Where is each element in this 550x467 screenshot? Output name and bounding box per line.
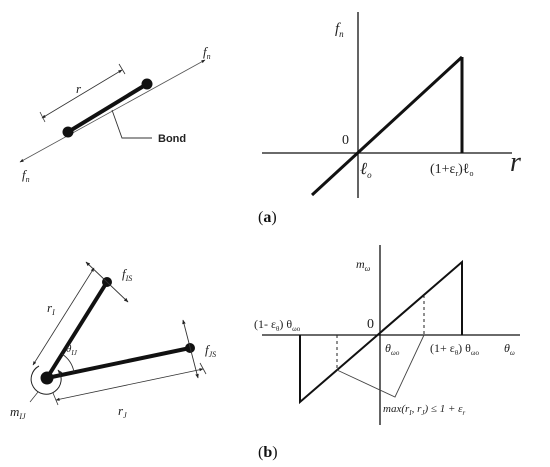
condition-label: max(rI, rJ) ≤ 1 + εr	[383, 403, 465, 417]
tick-positive: (1+ εθ) θωo	[430, 341, 480, 357]
y-axis-label: mω	[356, 257, 371, 273]
particle-left	[62, 126, 74, 138]
panel-a-graph: fn 0 r ℓo (1+εr)ℓo	[262, 12, 521, 198]
moment-curve	[299, 259, 463, 405]
force-label-bottom: fn	[22, 167, 30, 184]
rj-label: rJ	[118, 403, 127, 420]
force-label-top: fn	[203, 44, 211, 61]
bond-callout-line	[111, 109, 152, 139]
angle-arc	[61, 353, 75, 373]
panel-b-label: (b)	[258, 444, 278, 461]
bond-label: Bond	[158, 133, 186, 145]
bond-i	[45, 280, 109, 380]
moment-label: mIJ	[10, 404, 26, 421]
force-curve	[310, 55, 464, 197]
panel-a-label: (a)	[258, 209, 277, 226]
panel-b-bond-sketch: fIS fJS rI rJ θIJ mIJ	[10, 261, 216, 421]
length-label: r	[76, 81, 82, 96]
panel-a-bond-sketch: r fn fn Bond	[19, 44, 211, 184]
particle-center	[40, 371, 54, 385]
length-dimension	[41, 69, 123, 119]
x-axis-label: r	[510, 147, 521, 178]
tick-theta: θωo	[385, 341, 400, 357]
ri-label: rI	[47, 300, 55, 317]
panel-b-graph: mω 0 θω (1- εθ) θωo θωo (1+ εθ) θωo max(…	[254, 245, 520, 425]
tick-l0: ℓo	[360, 159, 372, 180]
tick-negative: (1- εθ) θωo	[254, 317, 301, 333]
condition-callout	[336, 334, 425, 398]
theta-label: θIJ	[66, 343, 78, 357]
particle-right	[141, 78, 153, 90]
y-axis-label: fn	[335, 21, 344, 39]
tick-break: (1+εr)ℓo	[430, 162, 473, 178]
rj-dimension	[55, 368, 204, 401]
force-js-label: fJS	[205, 342, 216, 359]
ri-dimension	[32, 267, 95, 366]
origin-label: 0	[367, 317, 374, 332]
origin-label: 0	[342, 133, 349, 148]
x-axis-label: θω	[504, 341, 515, 357]
force-is-label: fIS	[122, 266, 132, 283]
moment-arc	[30, 365, 63, 395]
